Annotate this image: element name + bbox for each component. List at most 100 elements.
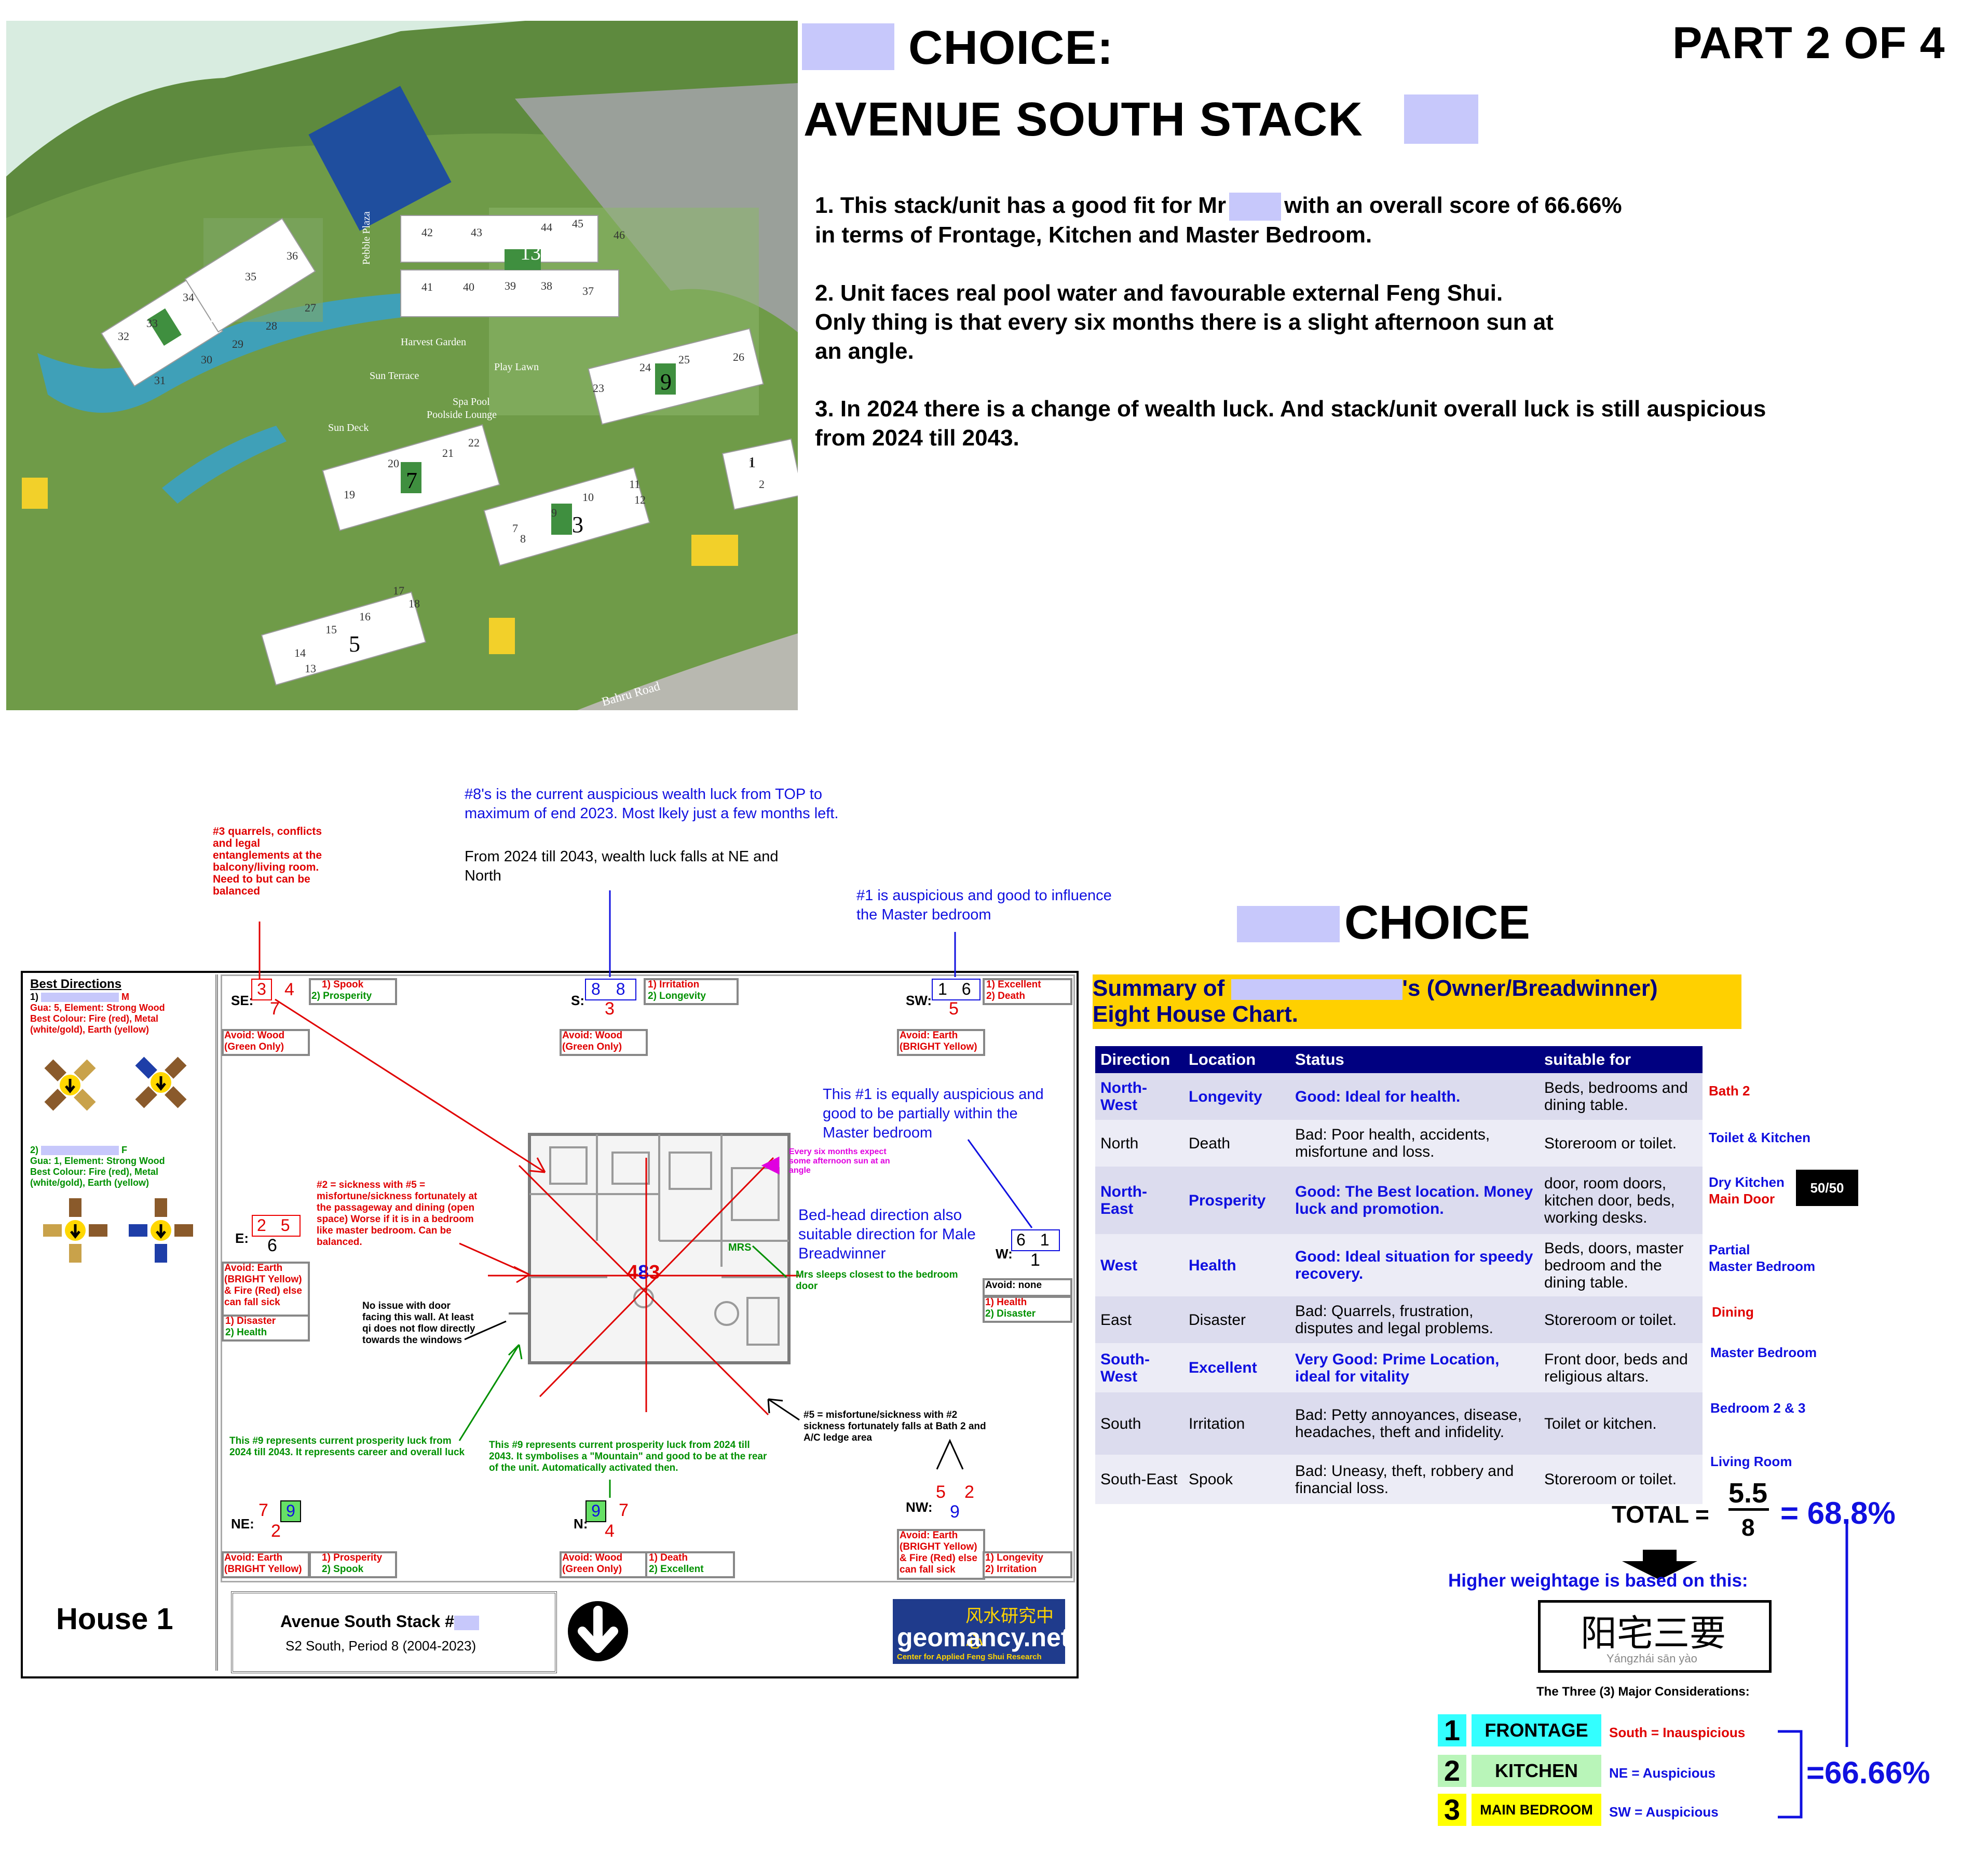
unit-label: 10 [582,491,594,504]
three-considerations: The Three (3) Major Considerations: [1536,1685,1750,1699]
row-suitable: door, room doors, kitchen door, beds, wo… [1539,1167,1703,1234]
female-gua: Gua: 1, Element: Strong Wood [30,1156,165,1166]
row-suitable: Storeroom or toilet. [1539,1120,1703,1167]
chart-left-panel [24,974,218,1671]
status-1: 1) Death [649,1552,688,1563]
point-1-text-b: with an overall score of 66.66% [1284,193,1622,218]
unit-label: 24 [639,361,651,374]
unit-label: 2 [759,478,765,491]
star-c: 5 [949,999,959,1019]
dir-label: S: [571,993,584,1008]
status-box [983,978,1072,1005]
female-marker: F [121,1145,128,1155]
star-c: 2 [271,1521,281,1541]
row-location: Longevity [1183,1073,1290,1120]
yangzhai-pinyin: Yángzhái sān yào [1606,1652,1697,1665]
unit-label: 39 [505,279,516,292]
redacted-name [802,23,894,70]
block-label: 11 [206,302,228,327]
redacted-mr [1229,193,1282,221]
unit-label: 19 [344,488,355,501]
row-direction: North [1095,1120,1183,1167]
unit-label: 25 [678,353,690,366]
status-box [222,1315,310,1342]
unit-label: 31 [154,374,166,387]
avoid-box [897,1529,985,1580]
point-2-text-a: 2. Unit faces real pool water and favour… [815,280,1503,306]
yangzhai-box [1538,1600,1772,1673]
col-direction: Direction [1095,1046,1183,1073]
status-1: 1) Irritation [648,979,700,990]
row-direction: North-West [1095,1073,1183,1120]
annotation-sun: Every six months expect some afternoon s… [789,1147,890,1175]
unit-label: 23 [593,382,604,395]
unit-label: 43 [471,226,482,239]
annotation-8-a: #8's is the current auspicious wealth lu… [465,786,839,822]
row-status: Very Good: Prime Location, ideal for vit… [1290,1343,1539,1392]
unit-label: 11 [629,478,640,491]
row-direction: North-East [1095,1167,1183,1234]
unit-label: 34 [183,291,194,304]
point-1-text-c: in terms of Frontage, Kitchen and Master… [815,222,1372,248]
unit-label: 14 [294,646,306,659]
table-row: East Disaster Bad: Quarrels, frustration… [1095,1296,1703,1343]
status-2: 2) Excellent [649,1564,704,1575]
total-numerator: 5.5 [1728,1478,1768,1509]
note-bedroom-23: Bedroom 2 & 3 [1710,1400,1806,1416]
annotation-bed: Bed-head direction also suitable directi… [798,1207,976,1262]
annotation-25: #2 = sickness with #5 = misfortune/sickn… [317,1180,478,1248]
star-a: 7 [258,1500,268,1520]
unit-label: 27 [305,301,316,314]
unit-label: 44 [541,221,552,234]
female-info: 2) F Gua: 1, Element: Strong Wood Best C… [30,1145,165,1188]
col-status: Status [1290,1046,1539,1073]
status-box [309,1551,397,1578]
status-2: 2) Disaster [985,1308,1036,1319]
row-direction: South [1095,1392,1183,1455]
redacted-stack-no [454,1615,479,1630]
table-row: South Irritation Bad: Petty annoyances, … [1095,1392,1703,1455]
annotation-9-left: This #9 represents current prosperity lu… [229,1435,465,1458]
avoid-box [897,1029,985,1056]
point-2-text-b: Only thing is that every six months ther… [815,309,1554,335]
block-label: 1 [748,455,756,471]
point-1-text-a: 1. This stack/unit has a good fit for Mr [815,193,1227,218]
item-note: NE = Auspicious [1609,1765,1715,1781]
house-label: House 1 [56,1602,173,1636]
male-marker: M [121,992,130,1002]
site-label: Play Lawn [494,361,539,373]
best-directions-title: Best Directions [30,977,122,991]
row-direction: East [1095,1296,1183,1343]
status-box [309,978,397,1005]
summary-title-c: Eight House Chart. [1093,1001,1299,1027]
avoid-text: Avoid: Wood (Green Only) [562,1030,623,1052]
table-row: North-East Prosperity Good: The Best loc… [1095,1167,1703,1234]
unit-label: 16 [359,610,371,623]
annotation-9-mid: This #9 represents current prosperity lu… [489,1440,767,1473]
site-label: Pebble Plaza [361,211,372,265]
unit-label: 33 [146,317,158,330]
row-status: Bad: Petty annoyances, disease, headache… [1290,1392,1539,1455]
status-2: 2) Irritation [985,1564,1037,1575]
chart-main-panel [221,974,1075,1582]
stack-title: AVENUE SOUTH STACK [804,93,1363,146]
down-arrow-solid-icon [1622,1550,1697,1583]
row-status: Good: The Best location. Money luck and … [1290,1167,1539,1234]
male-gua: Gua: 5, Element: Strong Wood [30,1003,165,1013]
row-suitable: Storeroom or toilet. [1539,1455,1703,1504]
logo-sub: Center for Applied Feng Shui Research [897,1653,1042,1661]
note-partial: Partial [1709,1242,1750,1257]
redacted-stack [1404,94,1478,144]
item-label: MAIN BEDROOM [1472,1794,1601,1826]
avoid-box [222,1029,310,1056]
unit-label: 22 [468,436,480,449]
unit-label: 8 [520,532,526,545]
unit-label: 20 [388,457,399,470]
final-score: =66.66% [1806,1755,1930,1790]
unit-label: 29 [232,337,243,350]
star-c: 7 [270,999,280,1019]
unit-label: 32 [118,330,129,343]
note-toilet-kitchen: Toilet & Kitchen [1709,1130,1810,1145]
total-percent: = 68.8% [1780,1496,1896,1531]
